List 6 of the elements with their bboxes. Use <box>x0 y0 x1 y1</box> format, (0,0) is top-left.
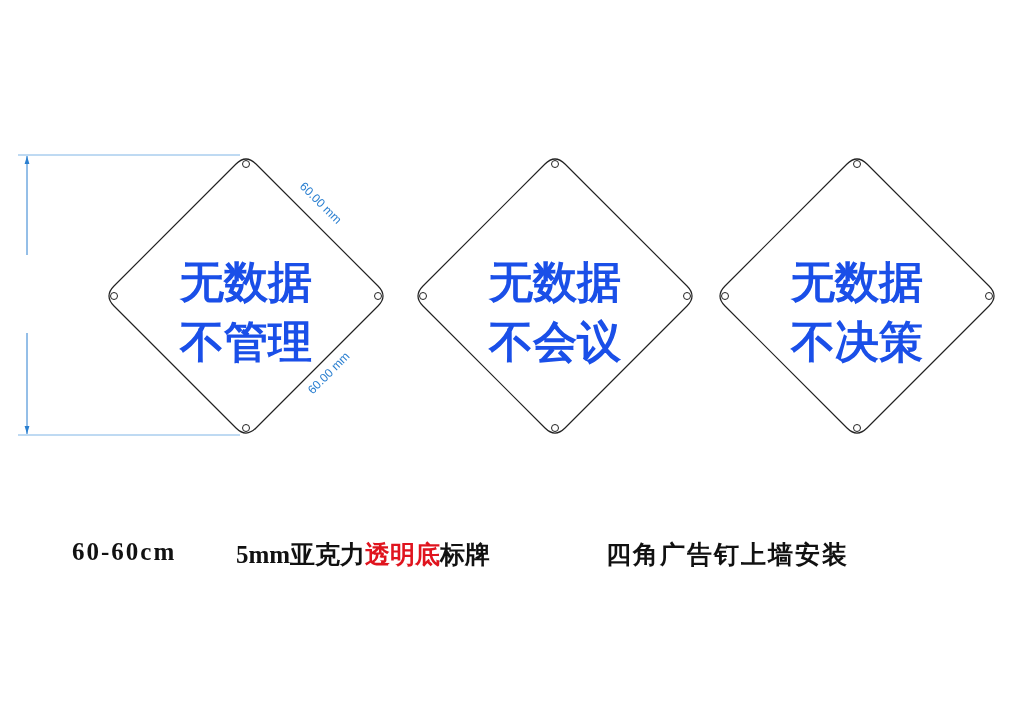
spec-text: 四角广告钉上墙安装 <box>606 540 849 570</box>
spec-text: 60-60cm <box>72 538 177 566</box>
sign-text: 无数据不会议 <box>489 255 621 369</box>
sign-text: 无数据不管理 <box>180 255 312 369</box>
sign-text: 无数据不决策 <box>791 255 923 369</box>
spec-text: 5mm亚克力透明底标牌 <box>236 540 491 570</box>
